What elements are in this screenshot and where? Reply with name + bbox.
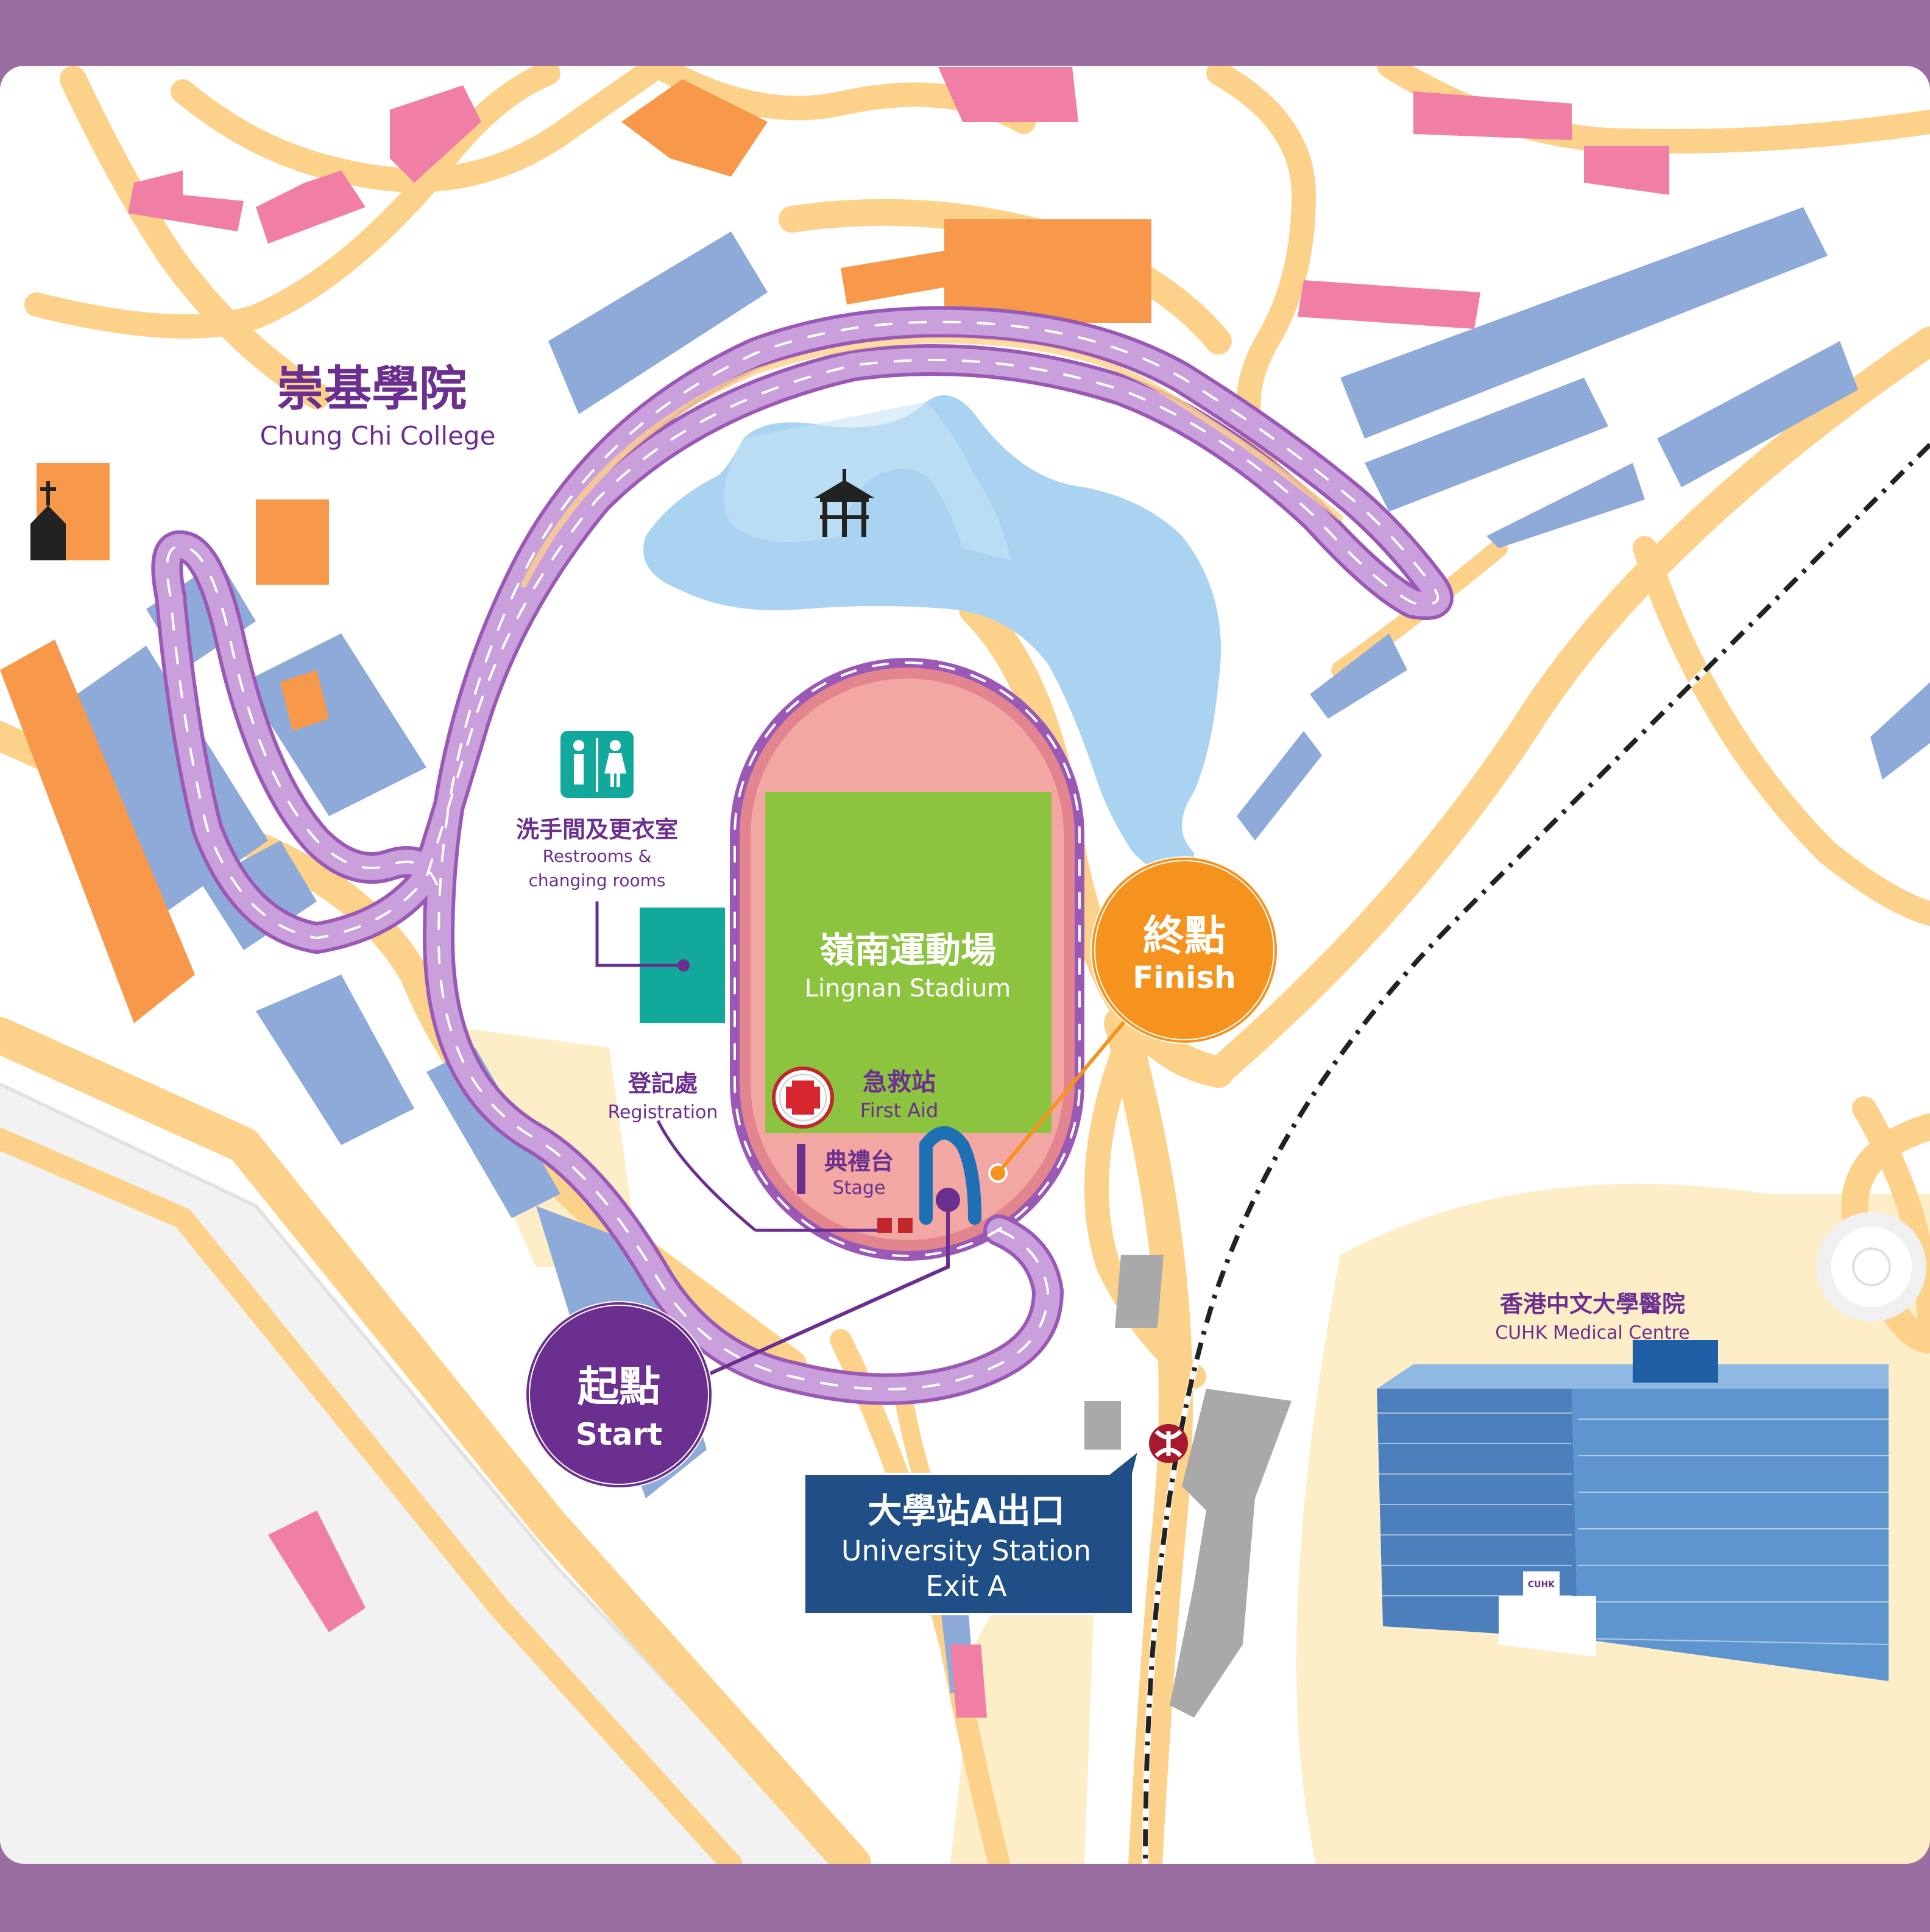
finish-arch xyxy=(919,1126,981,1225)
grey-buildings xyxy=(1084,1255,1292,1718)
start-label-en: Start xyxy=(576,1417,662,1452)
station-label-cn: 大學站A出口 xyxy=(868,1492,1064,1531)
hospital-label-en: CUHK Medical Centre xyxy=(1495,1322,1689,1344)
first-aid-label-en: First Aid xyxy=(860,1099,939,1122)
pavilion-icon xyxy=(814,469,875,537)
start-label-cn: 起點 xyxy=(578,1363,660,1411)
finish-label-en: Finish xyxy=(1133,960,1235,995)
mtr-logo-icon xyxy=(1149,1424,1188,1463)
finish-badge: 終點 Finish xyxy=(1090,856,1278,1044)
finish-label-cn: 終點 xyxy=(1143,912,1226,961)
registration-label-en: Registration xyxy=(608,1102,718,1123)
stage-label-cn: 典禮台 xyxy=(824,1148,894,1175)
stage-marker xyxy=(797,1144,805,1194)
stadium-name-en: Lingnan Stadium xyxy=(805,975,1011,1003)
registration-desk xyxy=(877,1218,892,1233)
grey-zone xyxy=(0,1084,841,1864)
station-exit-box xyxy=(803,1446,1142,1615)
stadium-name-cn: 嶺南運動場 xyxy=(819,929,996,971)
college-name-cn: 崇基學院 xyxy=(277,362,467,417)
restroom-label-en-1: Restrooms & xyxy=(543,846,652,866)
hospital-logo-text: CUHK xyxy=(1528,1580,1555,1590)
station-label-en-2: Exit A xyxy=(925,1570,1007,1602)
hospital-label-cn: 香港中文大學醫院 xyxy=(1500,1291,1685,1317)
first-aid-cross-icon xyxy=(772,1066,834,1129)
college-name-en: Chung Chi College xyxy=(260,421,496,451)
restroom-label-cn: 洗手間及更衣室 xyxy=(516,816,678,843)
roundabout xyxy=(1817,1212,1926,1322)
restroom-label-en-2: changing rooms xyxy=(528,870,665,890)
start-badge: 起點 Start xyxy=(525,1301,713,1489)
church-icon xyxy=(30,481,66,560)
cuhk-medical-centre-building: CUHK xyxy=(1377,1340,1889,1681)
stage-label-en: Stage xyxy=(833,1177,886,1199)
restroom-icon xyxy=(560,731,634,798)
registration-label-cn: 登記處 xyxy=(627,1070,698,1097)
pink-buildings xyxy=(128,67,1669,1718)
race-route xyxy=(151,306,1454,1405)
station-label-en-1: University Station xyxy=(841,1534,1091,1567)
first-aid-label-cn: 急救站 xyxy=(863,1068,936,1096)
orange-buildings xyxy=(0,79,1151,1023)
